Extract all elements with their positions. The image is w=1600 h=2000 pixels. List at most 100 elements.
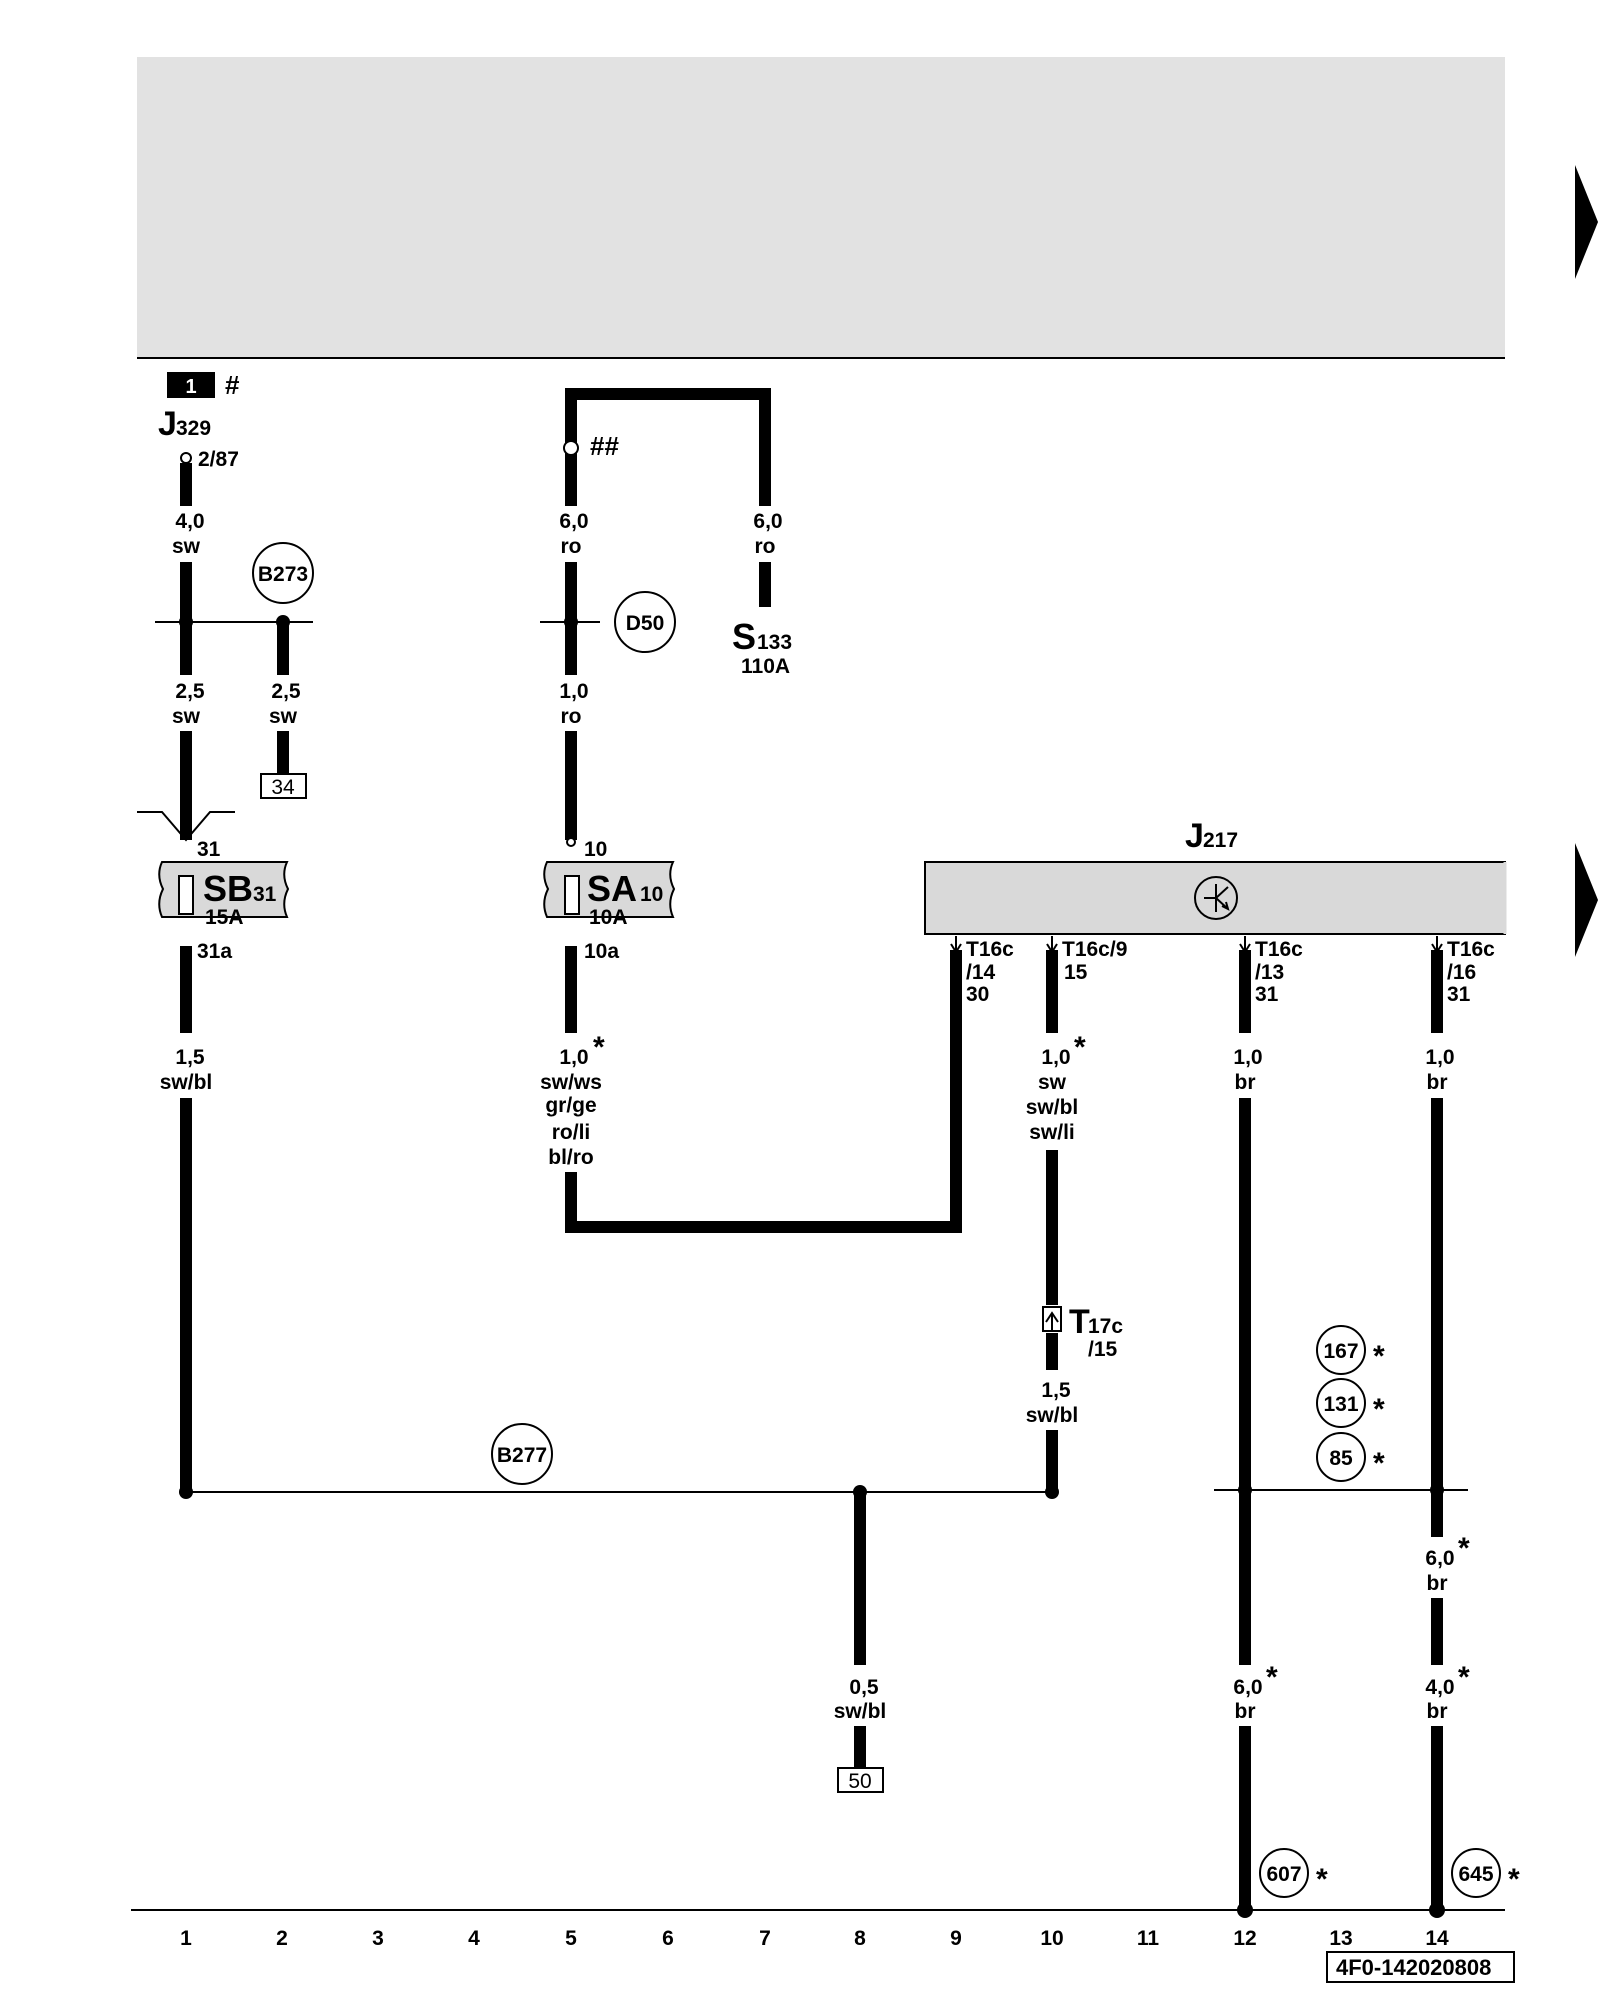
fuse-sa10-pin-terminal: [566, 837, 576, 847]
wire-label-color: sw/bl: [834, 1700, 887, 1723]
fuse-sb31-name: SB: [203, 868, 253, 909]
pin-label: T16c: [966, 938, 1014, 961]
circle-131-label: 131: [1323, 1393, 1358, 1416]
pin-label: T16c: [1447, 938, 1495, 961]
continuation-arrow-icon[interactable]: [1575, 165, 1598, 279]
note-mark: *: [1508, 1863, 1520, 1896]
fuse-sa10-rating: 10A: [589, 906, 628, 929]
wire-label-size: 1,5: [1041, 1379, 1071, 1402]
track-number: 3: [372, 1927, 384, 1950]
connector-t17c-pin: /15: [1088, 1338, 1118, 1361]
circle-b273-label: B273: [258, 563, 308, 586]
pin-arrow-icon: [1239, 936, 1251, 954]
pin-label: T16c/9: [1062, 938, 1127, 961]
wire-track5-9-loop: [565, 950, 962, 1233]
bus-node: [179, 1485, 193, 1499]
circle-167-label: 167: [1323, 1340, 1358, 1363]
diagram-id: 4F0-142020808: [1336, 1955, 1491, 1980]
fuse-sb31-rating: 15A: [205, 906, 244, 929]
note-mark: *: [1316, 1863, 1328, 1896]
relay-j329-pin-terminal: [180, 452, 192, 464]
wire-label-color: br: [1235, 1700, 1256, 1723]
terminal-34: [260, 773, 307, 799]
circle-167: [1316, 1325, 1366, 1375]
wire-label-size: 1,5: [175, 1046, 205, 1069]
diagram-id-box: [1326, 1951, 1515, 1983]
wire-label-size: 0,5: [849, 1676, 879, 1699]
wire-label-color: ro/li: [552, 1121, 591, 1144]
pin-label: /16: [1447, 961, 1476, 984]
fuse-s133-sub: 133: [757, 631, 792, 654]
pin-label: 31: [1447, 983, 1471, 1006]
wire-note-mark: *: [1458, 1532, 1470, 1565]
circle-b277-label: B277: [497, 1444, 547, 1467]
bus-node: [1238, 1483, 1252, 1497]
connector-t17c-sub: 17c: [1088, 1315, 1123, 1338]
wire-label-color: ro: [561, 535, 582, 558]
connector-bracket: [137, 811, 235, 842]
track-number: 14: [1425, 1927, 1449, 1950]
fuse-icon: [564, 875, 580, 915]
electronic-module-icon: [1194, 876, 1238, 920]
fuse-sa10-name: SA: [587, 868, 637, 909]
bus-node: [1430, 1483, 1444, 1497]
track-number: 13: [1329, 1927, 1352, 1950]
track-number: 5: [565, 1927, 577, 1950]
wire-label-size: 6,0: [753, 510, 782, 533]
fuse-icon: [178, 875, 194, 915]
note-mark: *: [1373, 1393, 1385, 1426]
pin-label: 30: [966, 983, 989, 1006]
ground-node: [1429, 1902, 1445, 1918]
pin-arrow-icon: [1431, 936, 1443, 954]
circle-607-label: 607: [1266, 1863, 1301, 1886]
fuse-sb31-pin-out: 31a: [197, 940, 232, 963]
relay-j329-pin: 2/87: [198, 448, 239, 471]
wire-label-color: sw: [172, 535, 201, 558]
connection-point: [563, 440, 579, 456]
splice-node: [564, 615, 578, 629]
pin-arrow-icon: [950, 936, 962, 954]
wire-label-size: 6,0: [1233, 1676, 1262, 1699]
track-number: 11: [1137, 1927, 1160, 1950]
track-number: 6: [662, 1927, 674, 1950]
circle-85: [1316, 1432, 1366, 1482]
fuse-sb31-sub: 31: [253, 883, 277, 906]
header-area: [137, 57, 1505, 358]
fuse-sa10-sub: 10: [640, 883, 663, 906]
circle-607: [1259, 1848, 1309, 1898]
terminal-34-label: 34: [271, 776, 295, 799]
circle-b277: [491, 1423, 553, 1485]
wire-label-color: bl/ro: [548, 1146, 594, 1169]
wire-label-color: sw/bl: [1026, 1404, 1079, 1427]
pin-arrow-icon: [1046, 936, 1058, 954]
circle-d50: [614, 591, 676, 653]
wire-label-size: 1,0: [1233, 1046, 1262, 1069]
circle-b273: [252, 542, 314, 604]
terminal-50-label: 50: [848, 1770, 871, 1793]
wire-label-color: sw: [172, 705, 201, 728]
wire-label-size: 1,0: [559, 1046, 588, 1069]
track-number: 9: [950, 1927, 962, 1950]
wire-label-size: 2,5: [271, 680, 301, 703]
pin-label: 15: [1064, 961, 1088, 984]
fuse-sb31-pin-in: 31: [197, 838, 221, 861]
circle-645-label: 645: [1458, 1863, 1493, 1886]
note-mark: *: [1373, 1447, 1385, 1480]
track-number: 8: [854, 1927, 866, 1950]
pin-label: T16c: [1255, 938, 1303, 961]
wire-note-mark: *: [593, 1031, 605, 1064]
wire-label-color: br: [1427, 1572, 1448, 1595]
relay-j329-sub: 329: [176, 417, 211, 440]
note-mark: *: [1373, 1340, 1385, 1373]
wire-label-size: 4,0: [175, 510, 204, 533]
page-badge-number: 1: [185, 376, 196, 398]
wire-label-size: 1,0: [559, 680, 588, 703]
splice-node: [179, 615, 193, 629]
track-number: 7: [759, 1927, 771, 1950]
fuse-sa10-pin-in: 10: [584, 838, 607, 861]
ground-node: [1237, 1902, 1253, 1918]
continuation-arrow-icon[interactable]: [1575, 843, 1598, 957]
wire-note-mark: *: [1074, 1031, 1086, 1064]
wire-label-size: 2,5: [175, 680, 205, 703]
circle-d50-label: D50: [626, 612, 665, 635]
